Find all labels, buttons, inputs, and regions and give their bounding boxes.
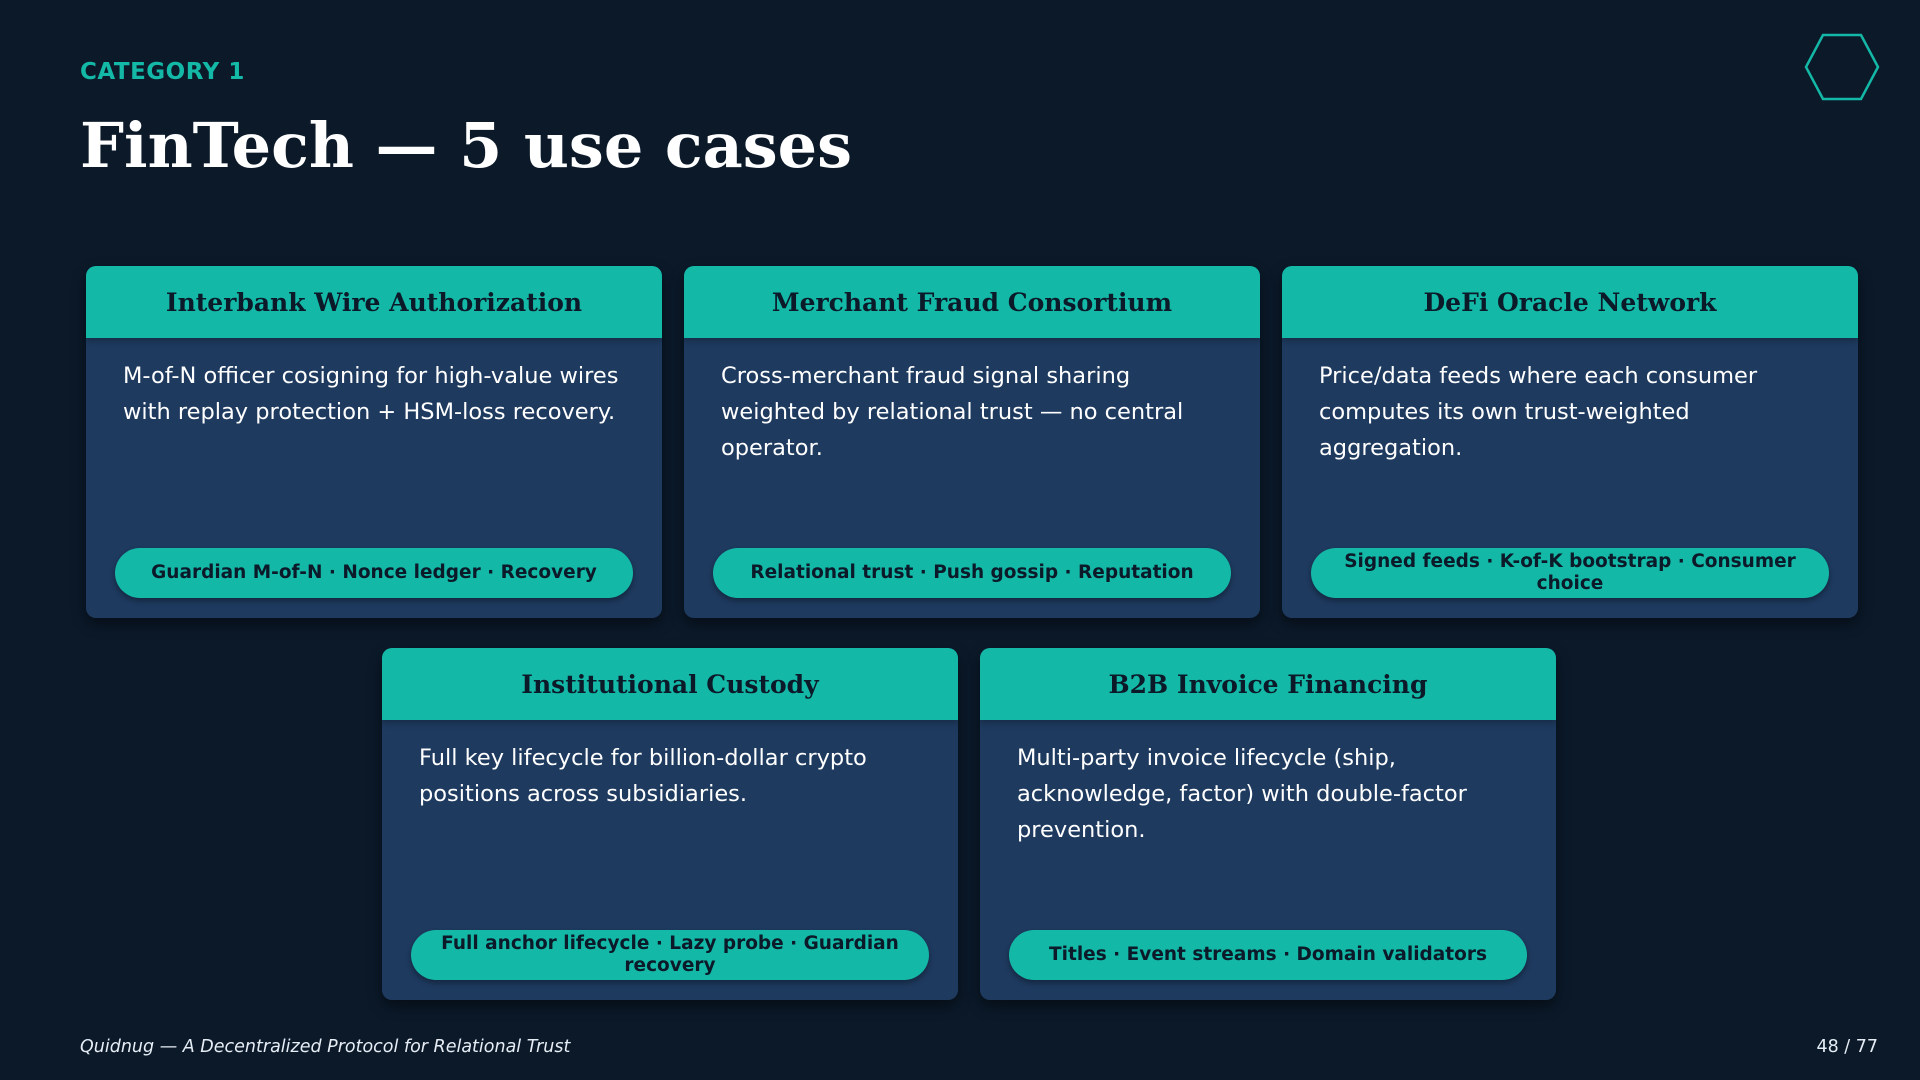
card-tags-pill: Titles · Event streams · Domain validato… [1009,930,1527,980]
hexagon-icon [1804,33,1880,101]
card-title: DeFi Oracle Network [1282,266,1858,338]
slide-title: FinTech — 5 use cases [80,109,853,182]
card-title: Merchant Fraud Consortium [684,266,1260,338]
card-title: B2B Invoice Financing [980,648,1556,720]
card-tags-pill: Relational trust · Push gossip · Reputat… [713,548,1231,598]
page-number: 48 / 77 [1816,1037,1878,1057]
card-description: Price/data feeds where each consumer com… [1319,363,1758,461]
card-tags-pill: Full anchor lifecycle · Lazy probe · Gua… [411,930,929,980]
card-description: Full key lifecycle for billion-dollar cr… [419,745,867,807]
card-description: M-of-N officer cosigning for high-value … [123,363,619,425]
card-tags-pill: Guardian M-of-N · Nonce ledger · Recover… [115,548,633,598]
use-case-card-merchant-fraud: Merchant Fraud Consortium Cross-merchant… [684,266,1260,618]
card-description: Multi-party invoice lifecycle (ship, ack… [1017,745,1467,843]
use-case-card-b2b-invoice: B2B Invoice Financing Multi-party invoic… [980,648,1556,1000]
use-case-card-interbank-wire: Interbank Wire Authorization M-of-N offi… [86,266,662,618]
use-case-card-defi-oracle: DeFi Oracle Network Price/data feeds whe… [1282,266,1858,618]
footer-title: Quidnug — A Decentralized Protocol for R… [80,1037,571,1057]
card-title: Interbank Wire Authorization [86,266,662,338]
card-title: Institutional Custody [382,648,958,720]
use-case-card-institutional-custody: Institutional Custody Full key lifecycle… [382,648,958,1000]
category-label: CATEGORY 1 [80,59,245,85]
card-description: Cross-merchant fraud signal sharing weig… [721,363,1184,461]
card-tags-pill: Signed feeds · K-of-K bootstrap · Consum… [1311,548,1829,598]
